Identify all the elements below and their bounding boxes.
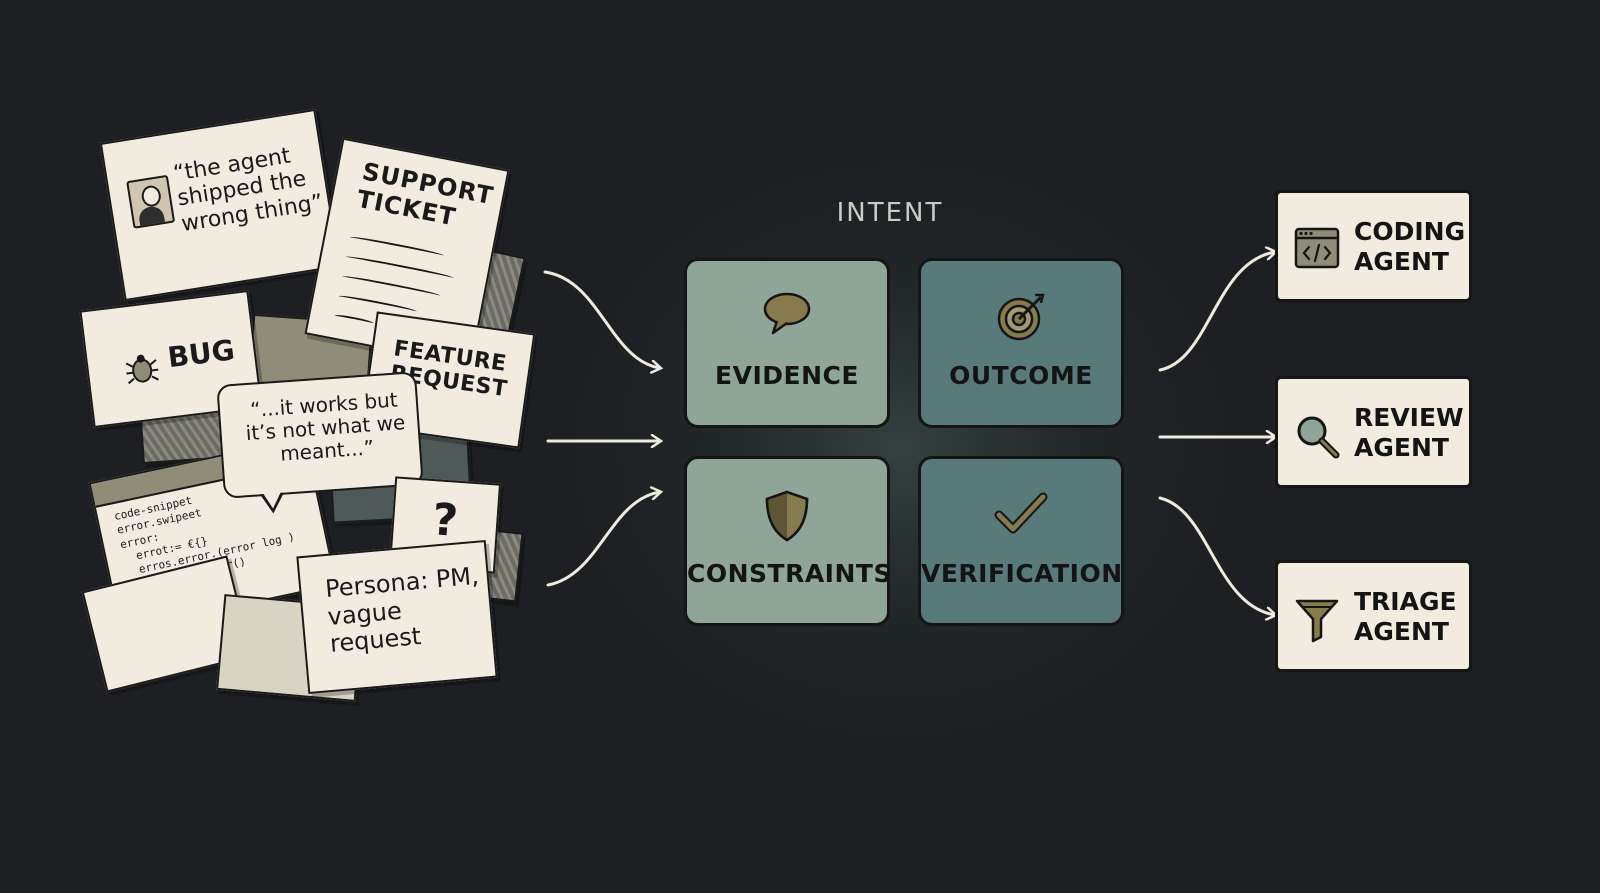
arrow-out-top	[1158, 252, 1275, 372]
tile-outcome-label: OUTCOME	[949, 361, 1093, 390]
tile-evidence: EVIDENCE	[684, 258, 890, 428]
magnifier-icon	[1294, 413, 1340, 463]
tile-verification-label: VERIFICATION	[921, 559, 1123, 588]
coding-agent-label: CODING AGENT	[1354, 217, 1466, 276]
target-icon	[993, 291, 1049, 347]
shield-icon	[763, 489, 811, 547]
triage-agent-card: TRIAGE AGENT	[1275, 560, 1472, 672]
tile-verification: VERIFICATION	[918, 456, 1124, 626]
review-agent-label: REVIEW AGENT	[1354, 403, 1464, 462]
checkmark-icon	[993, 489, 1049, 541]
code-window-icon	[1294, 227, 1340, 273]
review-agent-card: REVIEW AGENT	[1275, 376, 1472, 488]
tile-outcome: OUTCOME	[918, 258, 1124, 428]
coding-agent-card: CODING AGENT	[1275, 190, 1472, 302]
triage-agent-label: TRIAGE AGENT	[1354, 587, 1457, 646]
bug-icon	[123, 350, 162, 395]
arrow-in-bottom	[546, 492, 660, 587]
arrow-in-top	[543, 270, 660, 368]
speech-bubble-icon	[761, 291, 813, 341]
intent-title: INTENT	[836, 198, 944, 228]
tile-constraints-label: CONSTRAINTS	[687, 559, 892, 588]
arrow-out-bottom	[1158, 496, 1275, 615]
bug-note: BUG	[79, 290, 263, 428]
tile-constraints: CONSTRAINTS	[684, 456, 892, 626]
tile-evidence-label: EVIDENCE	[715, 361, 859, 390]
funnel-icon	[1294, 597, 1340, 647]
